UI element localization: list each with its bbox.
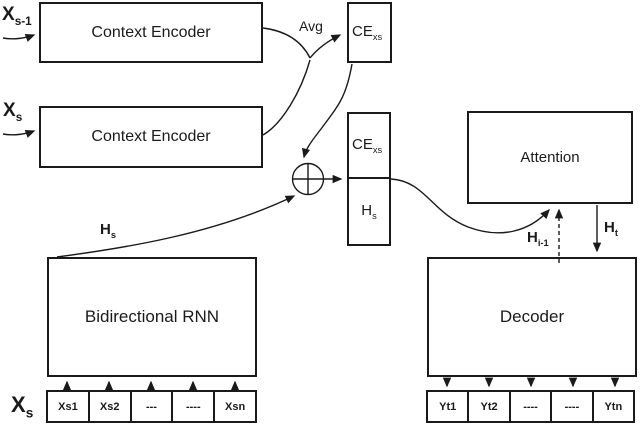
attention-box: Attention: [467, 111, 633, 204]
avg-label: Avg: [299, 18, 323, 34]
context-encoder-2-box: Context Encoder: [39, 106, 263, 168]
output-cell: Ytn: [604, 400, 623, 413]
sum-circle-icon: [291, 162, 325, 196]
sum-cross-icon: [292, 163, 324, 195]
ce-xs-hs-stacked-box: CExs Hs: [347, 112, 391, 246]
context-encoder-2-label: Context Encoder: [91, 128, 211, 145]
encoder-input-cells: Xs1 Xs2 --- ---- Xsn: [46, 390, 257, 423]
x-s-minus-1-label: Xs-1: [2, 4, 32, 28]
arrow-hs-to-sum: [56, 195, 296, 258]
bidirectional-rnn-box: Bidirectional RNN: [47, 257, 257, 377]
context-encoder-1-label: Context Encoder: [91, 23, 211, 41]
x-s-bottom-label: Xs: [11, 392, 34, 421]
x-s-top-label: Xs: [3, 100, 23, 124]
arrow-avg-to-cexs: [309, 34, 342, 59]
output-cell: Yt1: [428, 392, 470, 421]
input-cell: Xs1: [48, 392, 90, 421]
decoder-label: Decoder: [499, 307, 565, 326]
attention-label: Attention: [520, 149, 580, 166]
ce-xs-top-box: CExs: [347, 2, 392, 63]
input-cell: ---: [132, 392, 174, 421]
arrow-cexs-to-sum: [301, 63, 353, 159]
ce-xs-top-label: CExs: [352, 23, 383, 42]
ce-xs-mid-section: CExs: [349, 114, 389, 179]
decoder-output-cells: Yt1 Yt2 ---- ---- Ytn: [426, 390, 635, 423]
output-cell: ----: [511, 392, 553, 421]
output-cell: Yt2: [469, 392, 511, 421]
arrow-xs-input: [2, 130, 36, 138]
input-cell: Xsn: [224, 400, 246, 413]
decoder-box: Decoder: [427, 257, 637, 377]
input-cell: Xs2: [90, 392, 132, 421]
input-cell: ----: [173, 392, 216, 421]
h-t-label: Ht: [604, 219, 618, 238]
h-s-cell-label: Hs: [361, 202, 377, 221]
context-encoder-1-box: Context Encoder: [39, 2, 263, 63]
wire-encoder2-to-avg: [262, 59, 311, 136]
ce-xs-mid-label: CExs: [352, 136, 383, 155]
output-cell: ----: [552, 392, 594, 421]
h-s-section: Hs: [349, 179, 389, 244]
arrow-xs1-input: [2, 34, 36, 42]
h-i-minus-1-label: Hi-1: [527, 229, 549, 248]
h-s-curve-label: Hs: [100, 221, 117, 240]
bidirectional-rnn-label: Bidirectional RNN: [84, 307, 220, 326]
